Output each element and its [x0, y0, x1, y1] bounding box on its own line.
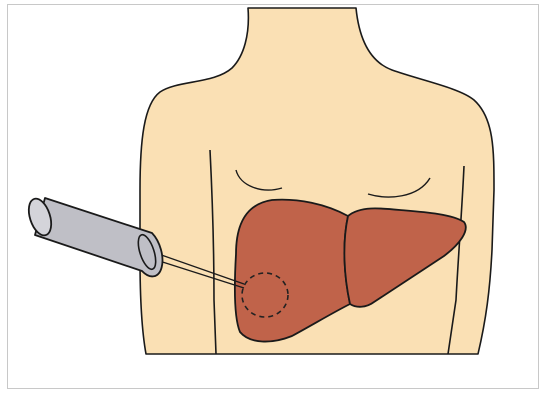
- liver-procedure-diagram: [0, 0, 546, 394]
- diagram-canvas: [0, 0, 546, 394]
